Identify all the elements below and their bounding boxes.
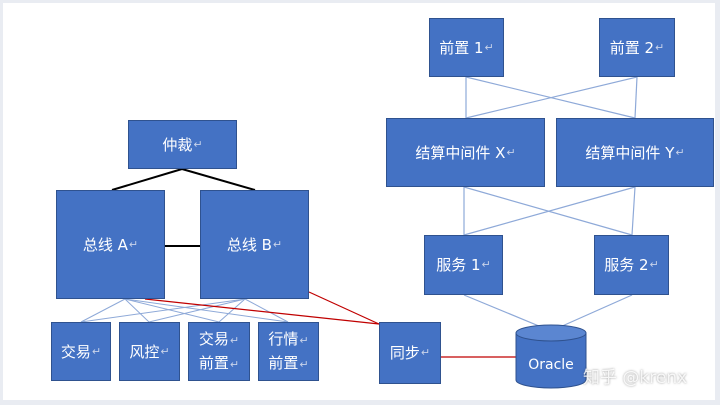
service-db-links: [463, 294, 633, 332]
paragraph-mark-icon: ↵: [272, 237, 283, 251]
trade-frontend-label-line2: 前置: [198, 353, 229, 372]
left-border: [0, 0, 3, 405]
service-1-node: 服务 1↵: [424, 235, 503, 295]
trade-label: 交易: [60, 342, 91, 361]
bus-b-node: 总线 B↵: [200, 190, 309, 299]
quote-frontend-node: 行情↵ 前置↵: [258, 322, 319, 381]
right-border: [715, 0, 720, 405]
frontend-settle-links: [465, 76, 638, 119]
link-bus-b-sync: [308, 291, 380, 325]
settle-middleware-x-node: 结算中间件 X↵: [386, 118, 545, 187]
bottom-border: [0, 400, 720, 405]
frontend-2-node: 前置 2↵: [599, 18, 675, 77]
bus-b-label: 总线 B: [226, 235, 272, 254]
link-y-s1: [463, 186, 636, 236]
paragraph-mark-icon: ↵: [484, 40, 494, 54]
paragraph-mark-icon: ↵: [193, 137, 203, 151]
link-arbiter-b: [181, 168, 256, 191]
sync-label: 同步: [389, 344, 420, 362]
sync-links: [144, 291, 516, 358]
frontend-2-label: 前置 2: [609, 38, 655, 57]
paragraph-mark-icon: ↵: [229, 333, 240, 347]
paragraph-mark-icon: ↵: [229, 357, 240, 371]
paragraph-mark-icon: ↵: [649, 258, 659, 271]
service-2-label: 服务 2: [604, 256, 649, 274]
trade-frontend-label-line1: 交易: [198, 329, 229, 348]
top-border: [0, 0, 720, 3]
link-f2-y: [634, 76, 638, 119]
link-bus-a-sync: [144, 298, 380, 325]
paragraph-mark-icon: ↵: [655, 40, 665, 54]
arbiter-links: [111, 168, 256, 247]
paragraph-mark-icon: ↵: [299, 357, 309, 371]
sync-node: 同步↵: [379, 322, 441, 384]
paragraph-mark-icon: ↵: [160, 344, 170, 358]
paragraph-mark-icon: ↵: [91, 344, 102, 358]
link-s1-db: [463, 294, 552, 332]
paragraph-mark-icon: ↵: [299, 333, 309, 347]
paragraph-mark-icon: ↵: [481, 258, 491, 271]
risk-control-node: 风控↵: [119, 322, 180, 381]
settle-middleware-y-node: 结算中间件 Y↵: [556, 118, 714, 187]
link-f2-x: [465, 76, 638, 119]
quote-frontend-label-line2: 前置: [268, 353, 299, 372]
settle-middleware-x-label: 结算中间件 X: [415, 143, 506, 162]
bus-a-node: 总线 A↵: [56, 190, 165, 299]
service-2-node: 服务 2↵: [594, 235, 669, 295]
link-arbiter-a: [111, 168, 183, 191]
oracle-database-icon: [515, 324, 587, 389]
bus-module-links: [80, 298, 289, 323]
frontend-1-label: 前置 1: [439, 38, 484, 57]
paragraph-mark-icon: ↵: [506, 145, 516, 159]
settle-service-links: [463, 186, 636, 236]
service-1-label: 服务 1: [436, 256, 481, 274]
paragraph-mark-icon: ↵: [420, 346, 431, 359]
frontend-1-node: 前置 1↵: [429, 18, 504, 77]
link-s2-db: [550, 294, 633, 332]
trade-node: 交易↵: [51, 322, 111, 381]
bus-a-label: 总线 A: [82, 235, 128, 254]
risk-control-label: 风控: [129, 342, 160, 361]
zhihu-watermark: 知乎 @krenx: [583, 368, 688, 388]
quote-frontend-label-line1: 行情: [268, 329, 299, 348]
paragraph-mark-icon: ↵: [675, 145, 685, 159]
paragraph-mark-icon: ↵: [128, 237, 139, 251]
settle-middleware-y-label: 结算中间件 Y: [585, 143, 675, 162]
arbiter-node: 仲裁↵: [128, 120, 237, 169]
trade-frontend-node: 交易↵ 前置↵: [188, 322, 250, 381]
oracle-label: Oracle: [528, 357, 574, 373]
arbiter-label: 仲裁: [162, 135, 193, 154]
link-y-s2: [631, 186, 636, 236]
